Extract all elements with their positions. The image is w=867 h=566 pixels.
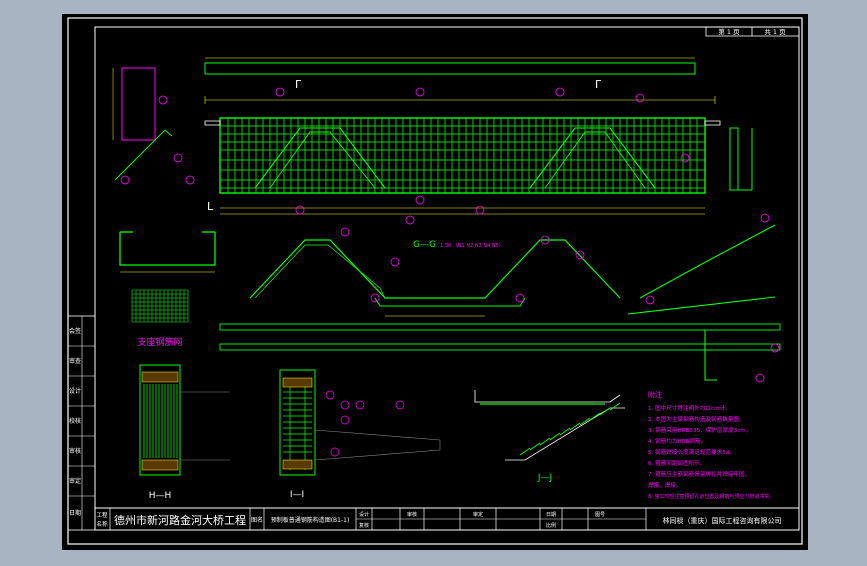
page-number-label: 第 1 页 [718, 27, 740, 36]
section-ii: I—I [279, 369, 441, 500]
strip-cell-3: 校核 [69, 417, 81, 425]
project-name: 德州市新河路金河大桥工程 [114, 513, 246, 527]
support-mesh [131, 289, 189, 323]
section-hh: H—H [139, 364, 230, 501]
drawing-label: 图名 [251, 516, 263, 524]
note-line-2: 3. 钢筋采用HRB335，保护层厚度3cm。 [648, 426, 751, 434]
bent-bar-details: G—G 1:30 （N1 N2 N3 N4 N5） [219, 213, 781, 383]
designer-label: 设计 [359, 511, 369, 518]
note-line-5: 6. 箍筋间距如图所示。 [648, 459, 705, 467]
note-line-8: 8. 施工时应注意预留孔道位置及钢筋与预应力管道冲突。 [648, 493, 774, 500]
checker-label: 审核 [407, 511, 417, 518]
title-block: 工程 名称 德州市新河路金河大桥工程 图名 预制板普通钢筋构造图(B1-1) 设… [94, 507, 800, 531]
date-label: 日期 [546, 512, 556, 518]
drawing-no-label: 图号 [595, 512, 605, 518]
outer-frame [67, 17, 803, 545]
drawing-name: 预制板普通钢筋构造图(B1-1) [271, 516, 350, 524]
project-label-1: 工程 [96, 511, 108, 519]
approver-label: 审定 [473, 511, 483, 518]
strip-cell-5: 审定 [69, 477, 81, 485]
note-line-3: 4. 钢筋均为HRB钢筋。 [648, 437, 706, 445]
page-header-cells: 第 1 页 共 1 页 [705, 26, 800, 37]
strip-cell-0: 会签 [69, 327, 81, 335]
longitudinal-bars [220, 125, 705, 189]
svg-text:Γ: Γ [295, 78, 302, 91]
left-detail-views: 支座钢筋网 [112, 67, 216, 348]
notes-block: 附注 1. 图中尺寸除注明外均以cm计。 2. 本图为主梁钢筋构造及钢筋数量图。… [648, 390, 774, 500]
main-elevation-view: L Γ Γ [185, 57, 753, 225]
svg-text:L: L [207, 200, 214, 213]
svg-text:Γ: Γ [595, 78, 602, 91]
hh-title: H—H [149, 491, 172, 501]
section-jj: J—J [474, 390, 625, 483]
drawing-sheet [62, 14, 808, 550]
jj-title: J—J [537, 473, 552, 483]
strip-cell-2: 设计 [69, 387, 81, 395]
note-line-4: 5. 钢筋焊接长度满足规范要求5d。 [648, 448, 735, 456]
strip-cell-6: 日期 [69, 509, 81, 517]
company-name: 林同棪（重庆）国际工程咨询有限公司 [663, 516, 782, 525]
ii-title: I—I [290, 490, 304, 500]
total-pages-label: 共 1 页 [764, 27, 786, 36]
project-label-2: 名称 [96, 520, 108, 528]
notes-title: 附注 [648, 390, 662, 399]
gg-title: G—G [413, 240, 436, 250]
scale-label: 比例 [546, 522, 556, 529]
note-line-1: 2. 本图为主梁钢筋构造及钢筋数量图。 [648, 415, 745, 423]
note-line-0: 1. 图中尺寸除注明外均以cm计。 [648, 404, 731, 412]
side-signoff-strip: 会签 审查 设计 校核 审核 审定 日期 [67, 315, 96, 531]
reviewer-label: 复核 [359, 522, 369, 529]
gg-note: 1:30 （N1 N2 N3 N4 N5） [440, 243, 504, 249]
note-line-6: 7. 箍筋应主筋钢筋骨架绑扎并焊接牢固， [648, 470, 750, 478]
strip-cell-4: 审核 [69, 447, 81, 455]
mesh-title: 支座钢筋网 [137, 336, 182, 348]
strip-cell-1: 审查 [69, 357, 81, 365]
note-line-7: 焊接，焊接。 [648, 481, 682, 489]
